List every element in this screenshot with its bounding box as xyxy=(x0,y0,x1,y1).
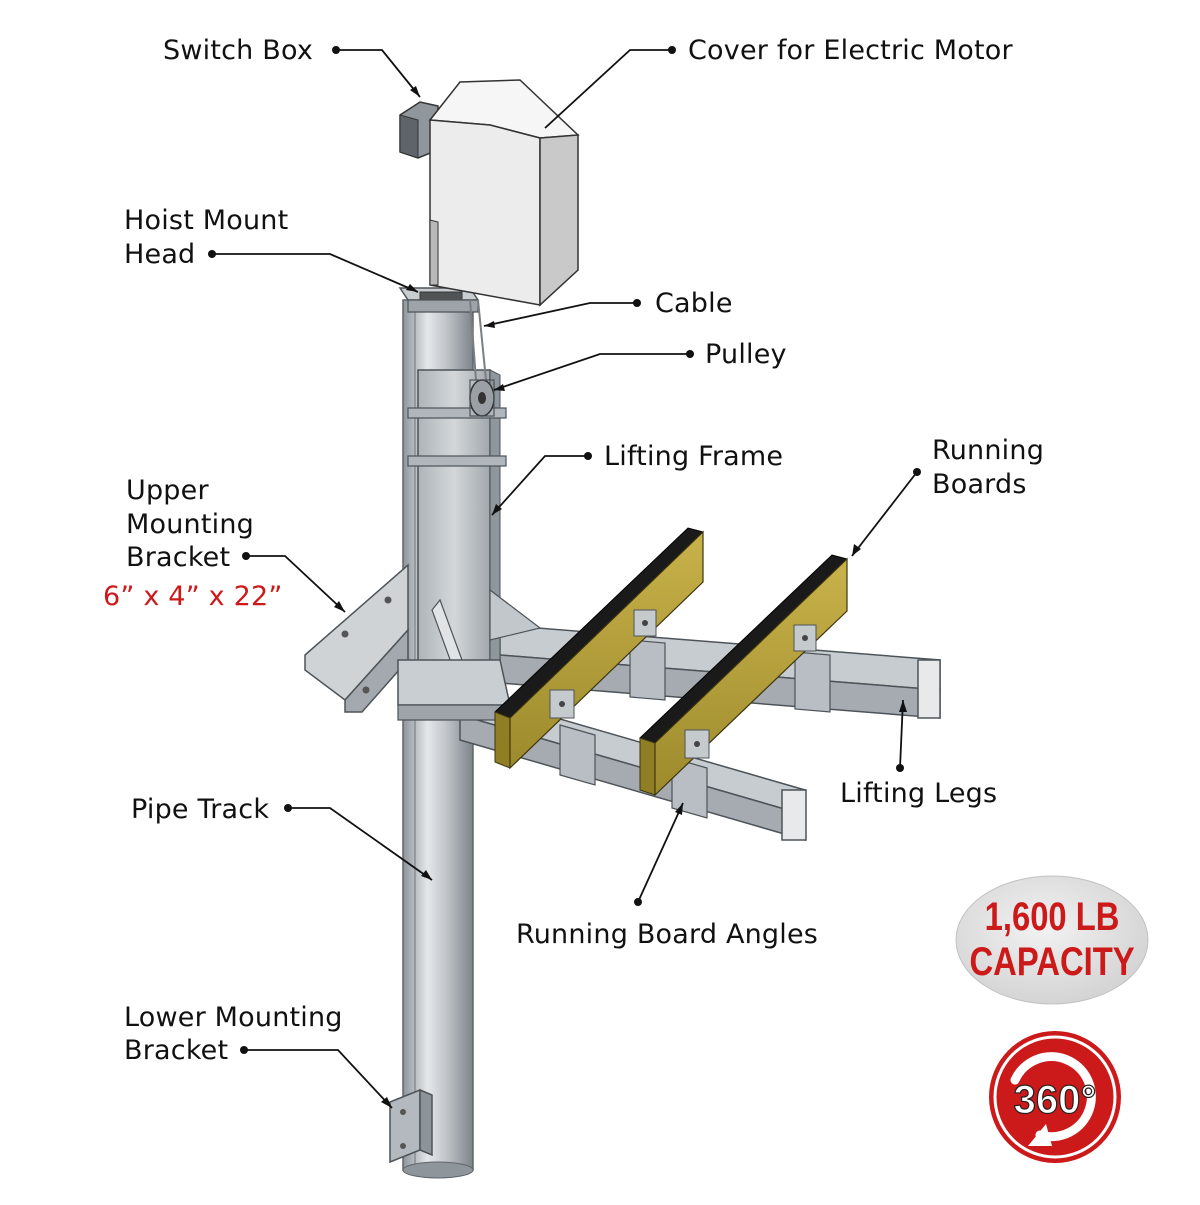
label-hoist-mount-line2: Head xyxy=(124,239,196,270)
label-cover-electric-motor: Cover for Electric Motor xyxy=(688,35,1013,66)
label-switch-box: Switch Box xyxy=(163,35,314,66)
rotation-360-badge: 360° xyxy=(989,1031,1121,1163)
label-lifting-frame: Lifting Frame xyxy=(604,441,784,472)
label-hoist-mount-line1: Hoist Mount xyxy=(124,205,289,236)
label-running-board-angles: Running Board Angles xyxy=(516,919,819,950)
label-upper-bracket-line2: Mounting xyxy=(126,509,254,540)
label-upper-bracket-line3: Bracket xyxy=(126,542,231,573)
rotation-arrow-icon xyxy=(1010,1052,1096,1142)
running-board-right xyxy=(639,554,848,797)
label-cable: Cable xyxy=(655,288,733,319)
cable-shape xyxy=(469,299,487,381)
capacity-badge: 1,600 LB CAPACITY xyxy=(955,875,1149,1005)
running-board-left xyxy=(494,527,704,770)
pulley-shape xyxy=(469,379,495,417)
label-upper-bracket-line1: Upper xyxy=(126,475,209,506)
label-lower-bracket-line2: Bracket xyxy=(124,1035,229,1066)
label-lower-bracket-line1: Lower Mounting xyxy=(124,1002,343,1033)
leader-dots xyxy=(208,46,921,1054)
label-upper-bracket-dimensions: 6” x 4” x 22” xyxy=(103,581,283,612)
motor-cover-shape xyxy=(428,79,580,307)
leader-lines xyxy=(212,49,918,1109)
switch-box-shape xyxy=(399,101,439,159)
label-lifting-legs: Lifting Legs xyxy=(840,778,998,809)
capacity-line1: 1,600 LB xyxy=(985,894,1120,939)
capacity-line2: CAPACITY xyxy=(969,939,1134,984)
label-pipe-track: Pipe Track xyxy=(131,794,270,825)
rotation-360-text: 360° xyxy=(1014,1078,1097,1122)
label-pulley: Pulley xyxy=(705,339,787,370)
lifting-frame-shape xyxy=(397,369,542,721)
lower-mounting-bracket-shape xyxy=(389,1088,433,1164)
label-running-boards-line1: Running xyxy=(932,435,1045,466)
label-running-boards-line2: Boards xyxy=(932,469,1027,500)
upper-mounting-bracket-shape xyxy=(304,563,409,713)
